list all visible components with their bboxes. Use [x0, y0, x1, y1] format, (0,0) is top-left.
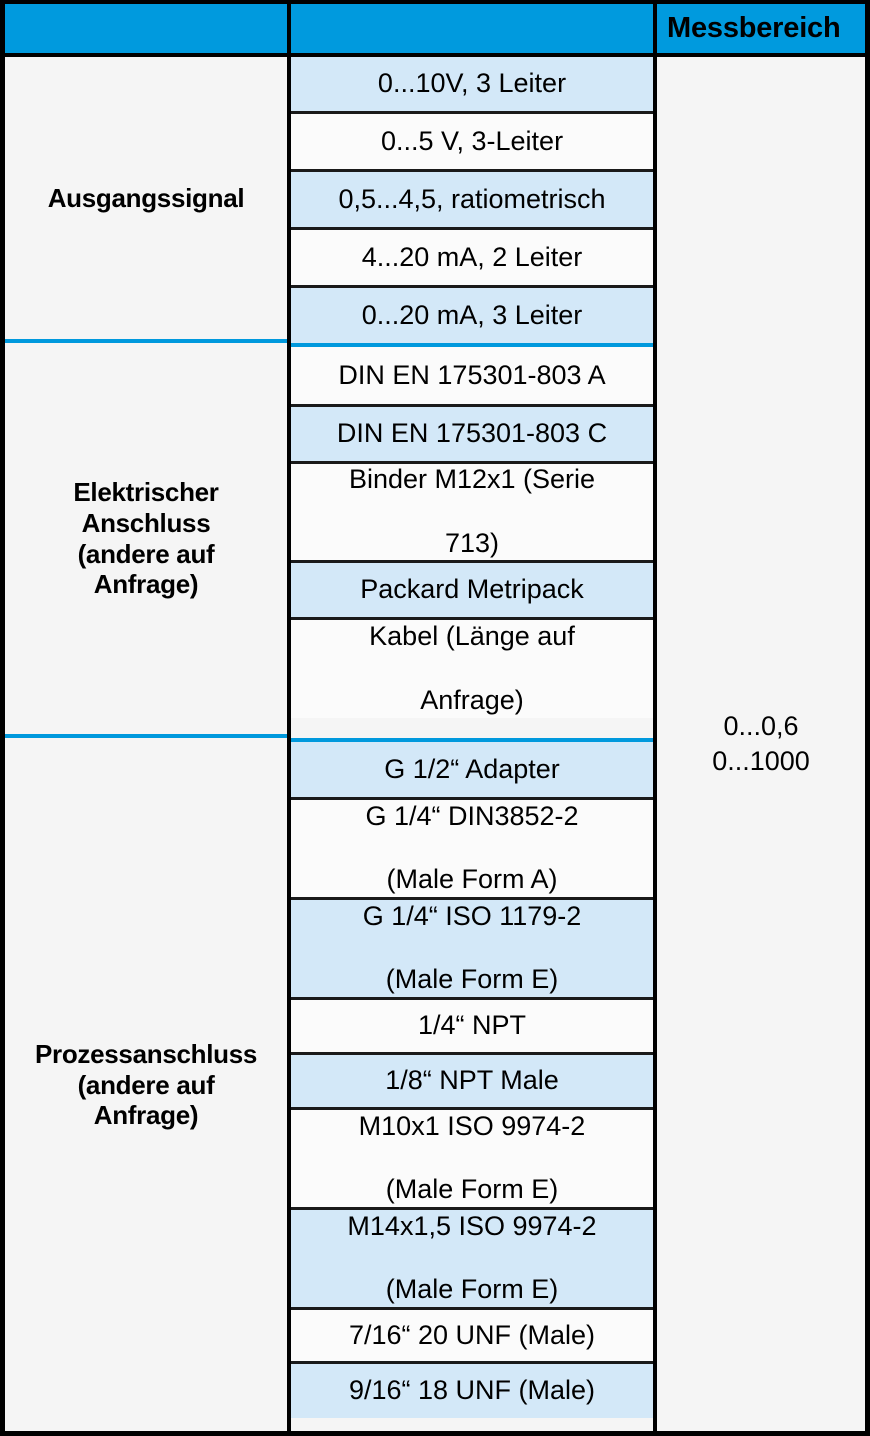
- option-value: 4...20 mA, 2 Leiter: [361, 241, 583, 272]
- option-value-line1: G 1/4“ ISO 1179-2: [362, 900, 582, 931]
- option-value-line2: Anfrage): [420, 684, 524, 715]
- table-row: 1/4“ NPT: [291, 1000, 653, 1055]
- option-value: DIN EN 175301-803 A: [338, 359, 606, 390]
- option-value: 0...5 V, 3-Leiter: [380, 125, 564, 156]
- option-value: 0...20 mA, 3 Leiter: [361, 299, 583, 330]
- table-row: Binder M12x1 (Serie 713): [291, 464, 653, 563]
- option-group-ausgangssignal: 0...10V, 3 Leiter 0...5 V, 3-Leiter 0,5.…: [291, 57, 653, 347]
- option-value: 7/16“ 20 UNF (Male): [348, 1319, 596, 1350]
- table-row: 9/16“ 18 UNF (Male): [291, 1364, 653, 1418]
- messbereich-column: 0...0,6 0...1000: [657, 57, 865, 1431]
- option-value-line2: (Male Form E): [385, 964, 559, 995]
- header-messbereich-label: Messbereich: [667, 12, 841, 44]
- category-ausgangssignal: Ausgangssignal: [5, 57, 287, 343]
- header-cell-option: [291, 4, 657, 53]
- header-cell-category: [5, 4, 291, 53]
- option-value: Binder M12x1 (Serie 713): [349, 464, 595, 560]
- table-row: 7/16“ 20 UNF (Male): [291, 1310, 653, 1364]
- category-ausgangssignal-label: Ausgangssignal: [47, 182, 245, 213]
- messbereich-line2: 0...1000: [712, 746, 810, 776]
- option-value-line1: Kabel (Länge auf: [369, 620, 575, 651]
- option-value: DIN EN 175301-803 C: [336, 418, 608, 449]
- messbereich-line1: 0...0,6: [723, 710, 799, 741]
- option-value: M14x1,5 ISO 9974-2 (Male Form E): [347, 1211, 596, 1307]
- table-row: 0...5 V, 3-Leiter: [291, 114, 653, 172]
- table-row: G 1/2“ Adapter: [291, 742, 653, 800]
- option-column: 0...10V, 3 Leiter 0...5 V, 3-Leiter 0,5.…: [291, 57, 657, 1431]
- table-row: G 1/4“ DIN3852-2 (Male Form A): [291, 800, 653, 900]
- table-row: 0,5...4,5, ratiometrisch: [291, 172, 653, 230]
- table-row: DIN EN 175301-803 C: [291, 407, 653, 464]
- option-value: 1/8“ NPT Male: [385, 1065, 559, 1096]
- option-group-elektrischer-anschluss: DIN EN 175301-803 A DIN EN 175301-803 C …: [291, 347, 653, 742]
- table-row: 4...20 mA, 2 Leiter: [291, 230, 653, 288]
- table-row: DIN EN 175301-803 A: [291, 347, 653, 407]
- table-row: M14x1,5 ISO 9974-2 (Male Form E): [291, 1210, 653, 1310]
- table-header-row: Messbereich: [5, 4, 865, 57]
- table-row: M10x1 ISO 9974-2 (Male Form E): [291, 1110, 653, 1210]
- option-value: 9/16“ 18 UNF (Male): [348, 1375, 596, 1406]
- table-row: 0...20 mA, 3 Leiter: [291, 288, 653, 343]
- option-value-line1: M10x1 ISO 9974-2: [358, 1110, 586, 1141]
- option-value: G 1/4“ ISO 1179-2 (Male Form E): [363, 901, 582, 997]
- option-value-line2: 713): [444, 527, 500, 558]
- option-group-prozessanschluss: G 1/2“ Adapter G 1/4“ DIN3852-2 (Male For…: [291, 742, 653, 1436]
- option-value: 0...10V, 3 Leiter: [377, 68, 567, 99]
- table-row: 0...10V, 3 Leiter: [291, 57, 653, 114]
- header-cell-messbereich: Messbereich: [657, 4, 865, 53]
- table-row: 1/8“ NPT Male: [291, 1055, 653, 1110]
- table-row: G 1/4“ ISO 1179-2 (Male Form E): [291, 900, 653, 1000]
- table-row: Packard Metripack: [291, 562, 653, 620]
- option-value: G 1/2“ Adapter: [384, 753, 560, 784]
- option-value-line1: G 1/4“ DIN3852-2: [365, 800, 579, 831]
- option-value-line1: M14x1,5 ISO 9974-2: [347, 1210, 597, 1241]
- messbereich-value: 0...0,6 0...1000: [712, 709, 810, 779]
- option-value: 1/4“ NPT: [417, 1010, 527, 1041]
- option-value-line1: Binder M12x1 (Serie: [348, 464, 596, 494]
- option-value-line2: (Male Form E): [385, 1274, 559, 1305]
- option-value-line2: (Male Form E): [385, 1174, 559, 1205]
- option-value: M10x1 ISO 9974-2 (Male Form E): [359, 1111, 586, 1207]
- option-value: G 1/4“ DIN3852-2 (Male Form A): [365, 801, 578, 897]
- option-value: 0,5...4,5, ratiometrisch: [338, 183, 606, 214]
- option-value: Packard Metripack: [360, 573, 584, 604]
- option-value-line2: (Male Form A): [386, 864, 558, 895]
